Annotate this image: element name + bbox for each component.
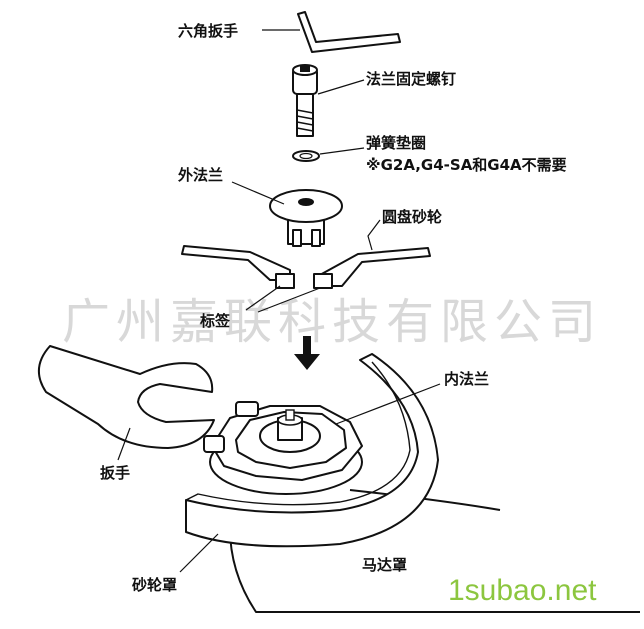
spring-washer-drawing [292,150,320,162]
inner-flange-drawing [203,401,363,495]
down-arrow-icon [294,336,320,370]
leader-guard [179,533,219,573]
hex-key-drawing [297,11,401,53]
leader-outer-flange [231,181,285,205]
flange-bolt-drawing [292,64,318,137]
leader-label-tag-1 [245,285,281,311]
label-disc: 圆盘砂轮 [382,208,442,226]
watermark-text: 广州嘉联科技有限公司 [62,294,602,350]
outer-flange-drawing [269,189,343,247]
label-outer-flange: 外法兰 [177,166,223,184]
label-label-tag: 标签 [199,312,231,330]
label-flange-bolt: 法兰固定螺钉 [366,70,456,88]
label-hex-key: 六角扳手 [178,22,238,40]
label-spring-washer: 弹簧垫圈 [366,134,426,152]
leader-inner-flange [335,383,441,425]
brand-watermark: 1subao.net [448,574,597,607]
label-motor-cover: 马达罩 [362,556,407,574]
label-wrench: 扳手 [100,464,130,482]
leader-flange-bolt [317,79,365,95]
label-guard: 砂轮罩 [132,576,177,594]
label-washer-note: ※G2A,G4-SA和G4A不需要 [366,156,567,174]
leader-wrench [117,427,131,461]
disc-drawing [181,245,431,289]
label-inner-flange: 内法兰 [444,370,489,388]
wheel-guard-drawing [185,353,439,548]
wrench-drawing [38,345,215,449]
leader-disc [367,219,381,251]
leader-spring-washer [319,147,365,155]
leader-label-tag-2 [257,287,321,313]
